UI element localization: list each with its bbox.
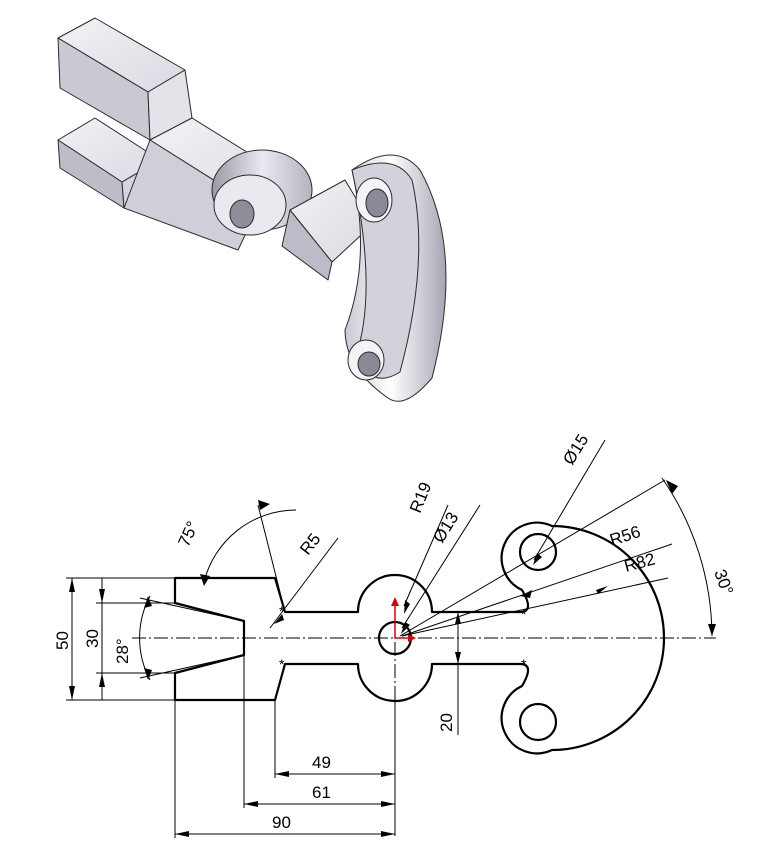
dim-28-angle: 28° <box>113 595 245 681</box>
svg-text:61: 61 <box>312 783 331 802</box>
vertex-mark: * <box>279 656 285 672</box>
svg-text:R82: R82 <box>622 549 657 575</box>
svg-text:R19: R19 <box>406 479 435 515</box>
isometric-view <box>57 17 447 402</box>
svg-text:20: 20 <box>437 713 456 732</box>
vertex-mark: * <box>521 656 527 672</box>
dim-r19: R19 <box>403 479 449 614</box>
vertex-mark: * <box>279 603 285 619</box>
svg-text:30°: 30° <box>710 567 737 598</box>
svg-text:R56: R56 <box>607 522 643 550</box>
svg-text:30: 30 <box>83 629 102 648</box>
part-outline <box>173 521 666 755</box>
origin-marker <box>391 597 416 642</box>
svg-text:75°: 75° <box>174 518 202 549</box>
upper-arc-hole <box>518 532 558 572</box>
dim-61: 61 <box>243 655 395 808</box>
dim-49: 49 <box>274 690 396 836</box>
dim-20: 20 <box>437 612 461 735</box>
orthographic-view: * * * * 50 30 <box>53 431 737 838</box>
svg-text:49: 49 <box>312 753 331 772</box>
svg-text:R5: R5 <box>296 530 324 559</box>
dim-90: 90 <box>174 700 395 838</box>
vertex-mark: * <box>521 606 527 622</box>
svg-text:28°: 28° <box>113 638 132 664</box>
svg-text:50: 50 <box>53 631 72 650</box>
dim-dia-15: Ø15 <box>533 431 606 565</box>
dim-dia-13: Ø13 <box>401 504 481 634</box>
lower-arc-hole <box>518 702 558 742</box>
dim-75-angle: 75° <box>174 500 297 613</box>
svg-text:90: 90 <box>272 813 291 832</box>
svg-text:Ø15: Ø15 <box>559 431 592 468</box>
dim-50: 50 <box>53 577 175 701</box>
